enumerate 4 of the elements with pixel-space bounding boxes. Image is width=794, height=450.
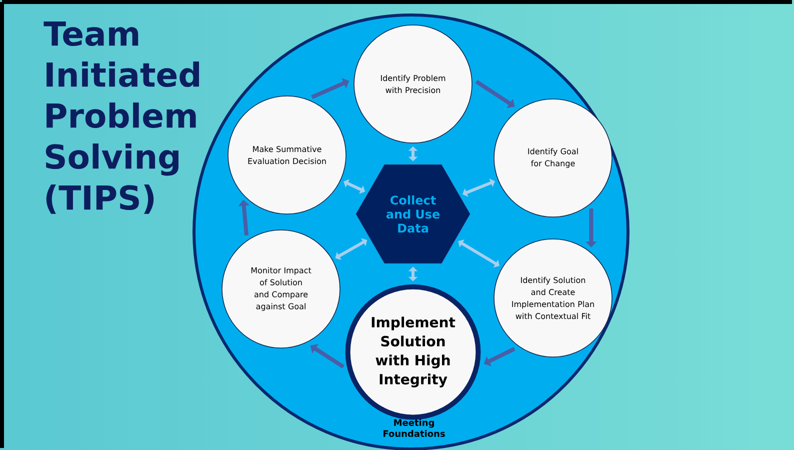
arrow [408, 266, 418, 282]
arrow [335, 238, 368, 260]
arrow [484, 347, 516, 366]
hexagon: Collect and Use Data [356, 164, 470, 264]
